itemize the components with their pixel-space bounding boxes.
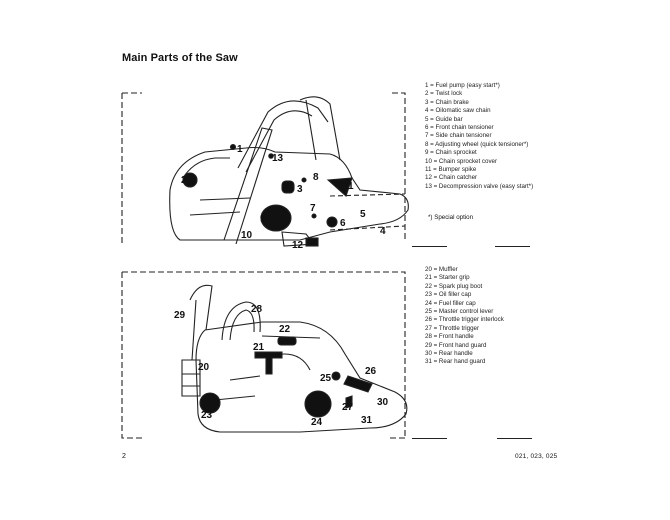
model-code: 021, 023, 025 bbox=[515, 453, 558, 460]
callout-29: 29 bbox=[174, 310, 186, 321]
special-option-footnote: *) Special option bbox=[428, 214, 474, 221]
legend-item: 30 = Rear handle bbox=[425, 350, 473, 358]
callout-10: 10 bbox=[241, 230, 253, 241]
bottom-callout-labels: 28 29 22 21 20 25 26 23 24 27 30 31 bbox=[174, 304, 389, 428]
callout-1: 1 bbox=[237, 144, 243, 155]
legend-item: 23 = Oil filler cap bbox=[425, 291, 472, 299]
legend-item: 6 = Front chain tensioner bbox=[425, 124, 494, 132]
callout-25: 25 bbox=[320, 373, 332, 384]
callout-30: 30 bbox=[377, 397, 389, 408]
callout-20: 20 bbox=[198, 362, 210, 373]
callout-8: 8 bbox=[313, 172, 319, 183]
page-number: 2 bbox=[122, 453, 126, 460]
callout-27: 27 bbox=[342, 402, 354, 413]
legend-item: 1 = Fuel pump (easy start*) bbox=[425, 82, 500, 89]
callout-24: 24 bbox=[311, 417, 323, 428]
legend-item: 7 = Side chain tensioner bbox=[425, 132, 492, 140]
top-saw-diagram bbox=[121, 92, 409, 247]
legend-item: 24 = Fuel filler cap bbox=[425, 299, 476, 307]
callout-3: 3 bbox=[297, 184, 303, 195]
legend-item: 11 = Bumper spike bbox=[425, 166, 477, 174]
callout-11: 11 bbox=[343, 181, 354, 192]
callout-12: 12 bbox=[292, 240, 304, 251]
callout-6: 6 bbox=[340, 218, 346, 229]
top-callout-labels: 1 2 13 3 8 11 7 9 6 5 10 4 12 bbox=[181, 144, 386, 251]
divider-bottom-left bbox=[412, 438, 447, 439]
legend-item: 28 = Front handle bbox=[425, 333, 474, 341]
callout-9: 9 bbox=[260, 214, 266, 225]
legend-item: 2 = Twist lock bbox=[425, 90, 463, 98]
callout-21: 21 bbox=[253, 342, 265, 353]
legend-item: 26 = Throttle trigger interlock bbox=[425, 316, 504, 324]
callout-28: 28 bbox=[251, 304, 263, 315]
divider-top-right bbox=[495, 246, 530, 247]
legend-item: 31 = Rear hand guard bbox=[425, 358, 486, 366]
legend-item: 3 = Chain brake bbox=[425, 98, 469, 106]
callout-7: 7 bbox=[310, 203, 316, 214]
callout-4: 4 bbox=[380, 226, 386, 237]
bottom-frame bbox=[121, 271, 406, 439]
legend-top: 1 = Fuel pump (easy start*) 2 = Twist lo… bbox=[425, 82, 533, 191]
page-title: Main Parts of the Saw bbox=[122, 52, 238, 64]
top-frame bbox=[121, 92, 406, 246]
legend-item: 9 = Chain sprocket bbox=[425, 149, 477, 157]
legend-item: 13 = Decompression valve (easy start*) bbox=[425, 182, 534, 190]
divider-bottom-right bbox=[497, 438, 532, 439]
legend-item: 20 = Muffler bbox=[425, 266, 458, 273]
legend-item: 4 = Oilomatic saw chain bbox=[425, 107, 491, 115]
callout-13: 13 bbox=[272, 153, 284, 164]
legend-item: 27 = Throttle trigger bbox=[425, 324, 480, 332]
legend-item: 12 = Chain catcher bbox=[425, 174, 478, 182]
legend-item: 21 = Starter grip bbox=[425, 274, 470, 282]
callout-2: 2 bbox=[181, 175, 187, 186]
legend-bottom: 20 = Muffler 21 = Starter grip 22 = Spar… bbox=[425, 266, 504, 367]
callout-23: 23 bbox=[201, 410, 213, 421]
divider-top-left bbox=[412, 246, 447, 247]
callout-26: 26 bbox=[365, 366, 377, 377]
callout-31: 31 bbox=[361, 415, 373, 426]
legend-item: 5 = Guide bar bbox=[425, 115, 463, 123]
callout-5: 5 bbox=[360, 209, 366, 220]
bottom-saw-diagram bbox=[121, 271, 408, 439]
legend-item: 22 = Spark plug boot bbox=[425, 282, 483, 290]
legend-item: 10 = Chain sprocket cover bbox=[425, 157, 498, 165]
legend-item: 8 = Adjusting wheel (quick tensioner*) bbox=[425, 140, 529, 148]
legend-item: 29 = Front hand guard bbox=[425, 341, 487, 349]
legend-item: 25 = Master control lever bbox=[425, 308, 494, 316]
callout-22: 22 bbox=[279, 324, 291, 335]
